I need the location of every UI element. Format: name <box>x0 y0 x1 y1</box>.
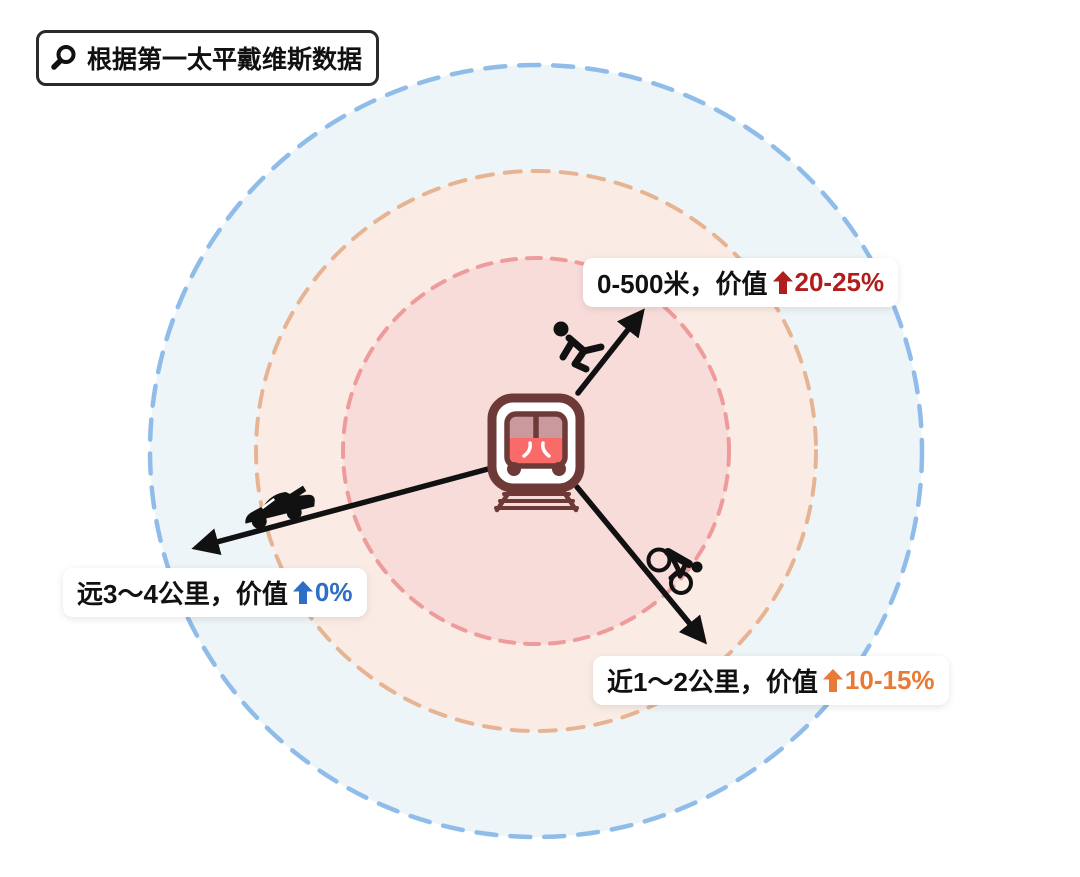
up-arrow-icon <box>772 271 793 294</box>
car-arrow <box>191 466 491 555</box>
walk-arrow <box>575 308 645 396</box>
metro-train-icon <box>487 393 585 513</box>
callout-walk-prefix: 0-500米，价值 <box>597 269 768 299</box>
pedestrian-icon <box>553 321 605 373</box>
callout-3-4km: 远3～4公里，价值 0% <box>63 568 367 617</box>
direction-arrows <box>191 308 708 645</box>
callout-car-prefix: 远3～4公里，价值 <box>77 579 288 609</box>
source-badge-label: 根据第一太平戴维斯数据 <box>87 46 363 74</box>
up-arrow-icon <box>292 581 313 604</box>
up-arrow-icon <box>822 669 843 692</box>
callout-walk-value: 20-25% <box>794 267 885 297</box>
callout-bike-prefix: 近1～2公里，价值 <box>607 667 818 697</box>
cyclist-icon <box>646 547 703 595</box>
magnifier-icon <box>51 45 76 70</box>
car-icon <box>245 485 315 529</box>
callout-1-2km: 近1～2公里，价值 10-15% <box>593 656 949 705</box>
callout-0-500m: 0-500米，价值 20-25% <box>583 258 899 307</box>
callout-bike-value: 10-15% <box>844 665 935 695</box>
callout-car-value: 0% <box>314 577 353 607</box>
source-badge: 根据第一太平戴维斯数据 <box>36 30 380 86</box>
bike-arrow <box>574 484 708 645</box>
